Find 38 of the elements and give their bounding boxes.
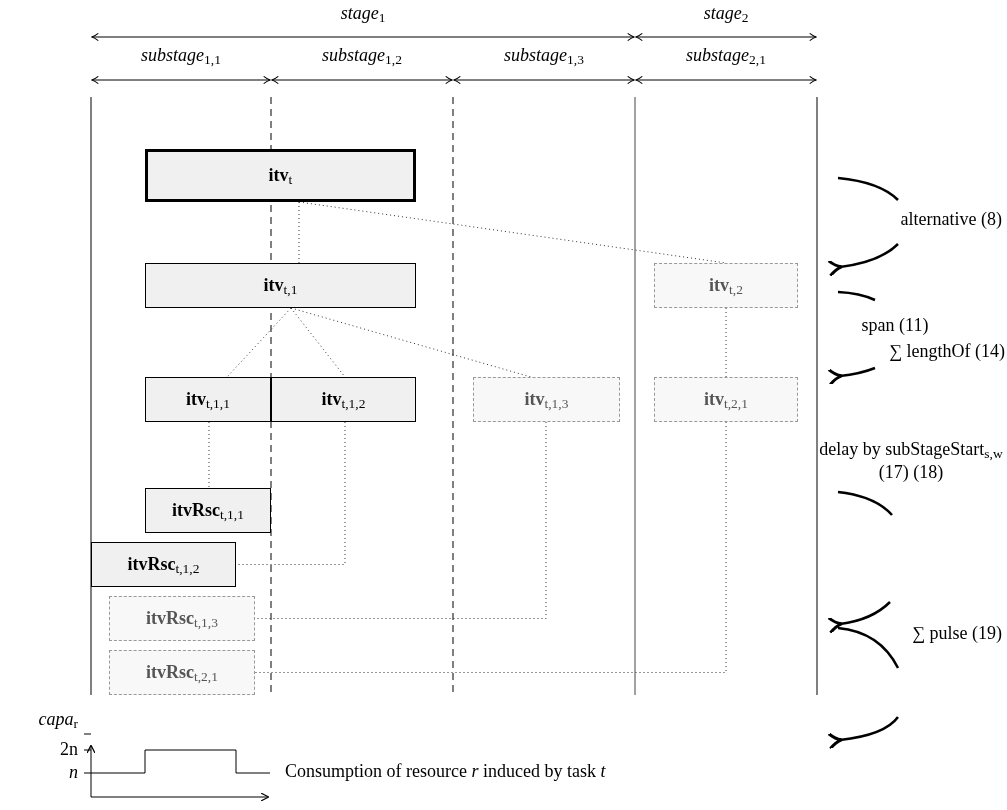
constraint-label: alternative (8) <box>899 208 1002 231</box>
substage-label: substage$_{1,1}$ <box>140 44 222 68</box>
chart-caption: Consumption of resource r induced by task t <box>285 760 607 783</box>
dotted-connector <box>226 307 292 378</box>
substage-label: substage$_{2,1}$ <box>685 44 767 68</box>
constraint-label: ∑ pulse (19) <box>911 622 1002 645</box>
substage-label: substage$_{1,3}$ <box>503 44 585 68</box>
stage-label: stage$_{1}$ <box>339 2 387 26</box>
interval-label: itv$_{t,2}$ <box>709 274 743 299</box>
interval-box <box>145 488 271 533</box>
interval-label: itvRsc$_{t,1,1}$ <box>172 499 244 524</box>
interval-box <box>145 263 416 308</box>
stage-label: stage$_{2}$ <box>702 2 750 26</box>
constraint-label: ∑ lengthOf (14) <box>888 340 1005 363</box>
interval-label: itvRsc$_{t,2,1}$ <box>146 661 218 686</box>
interval-label: itvRsc$_{t,1,2}$ <box>127 553 200 578</box>
interval-box <box>109 650 255 695</box>
interval-label: itv$_{t,1,3}$ <box>524 388 569 413</box>
interval-box <box>654 377 798 422</box>
axis-tick-label: 2n <box>59 738 78 761</box>
substage-label: substage$_{1,2}$ <box>321 44 403 68</box>
axis-tick-label: capa$_{r}$ <box>37 708 78 732</box>
interval-box <box>109 596 255 641</box>
interval-label: itv$_{t,1,2}$ <box>321 388 366 413</box>
interval-box <box>271 377 416 422</box>
interval-box <box>654 263 798 308</box>
constraint-label: delay by subStageStart$_{s,w}$ (17) (18) <box>818 438 1004 485</box>
interval-label: itv$_{t,1}$ <box>263 274 298 299</box>
interval-label: itvRsc$_{t,1,3}$ <box>146 607 218 632</box>
constraint-label: span (11) <box>860 314 930 337</box>
interval-label: itv$_{t,1,1}$ <box>186 388 230 413</box>
interval-box <box>145 149 416 202</box>
interval-box <box>473 377 620 422</box>
axis-tick-label: n <box>68 761 78 784</box>
interval-label: itv$_{t,2,1}$ <box>704 388 748 413</box>
interval-label: itv$_{t}$ <box>268 164 293 189</box>
interval-box <box>91 542 236 587</box>
interval-box <box>145 377 271 422</box>
